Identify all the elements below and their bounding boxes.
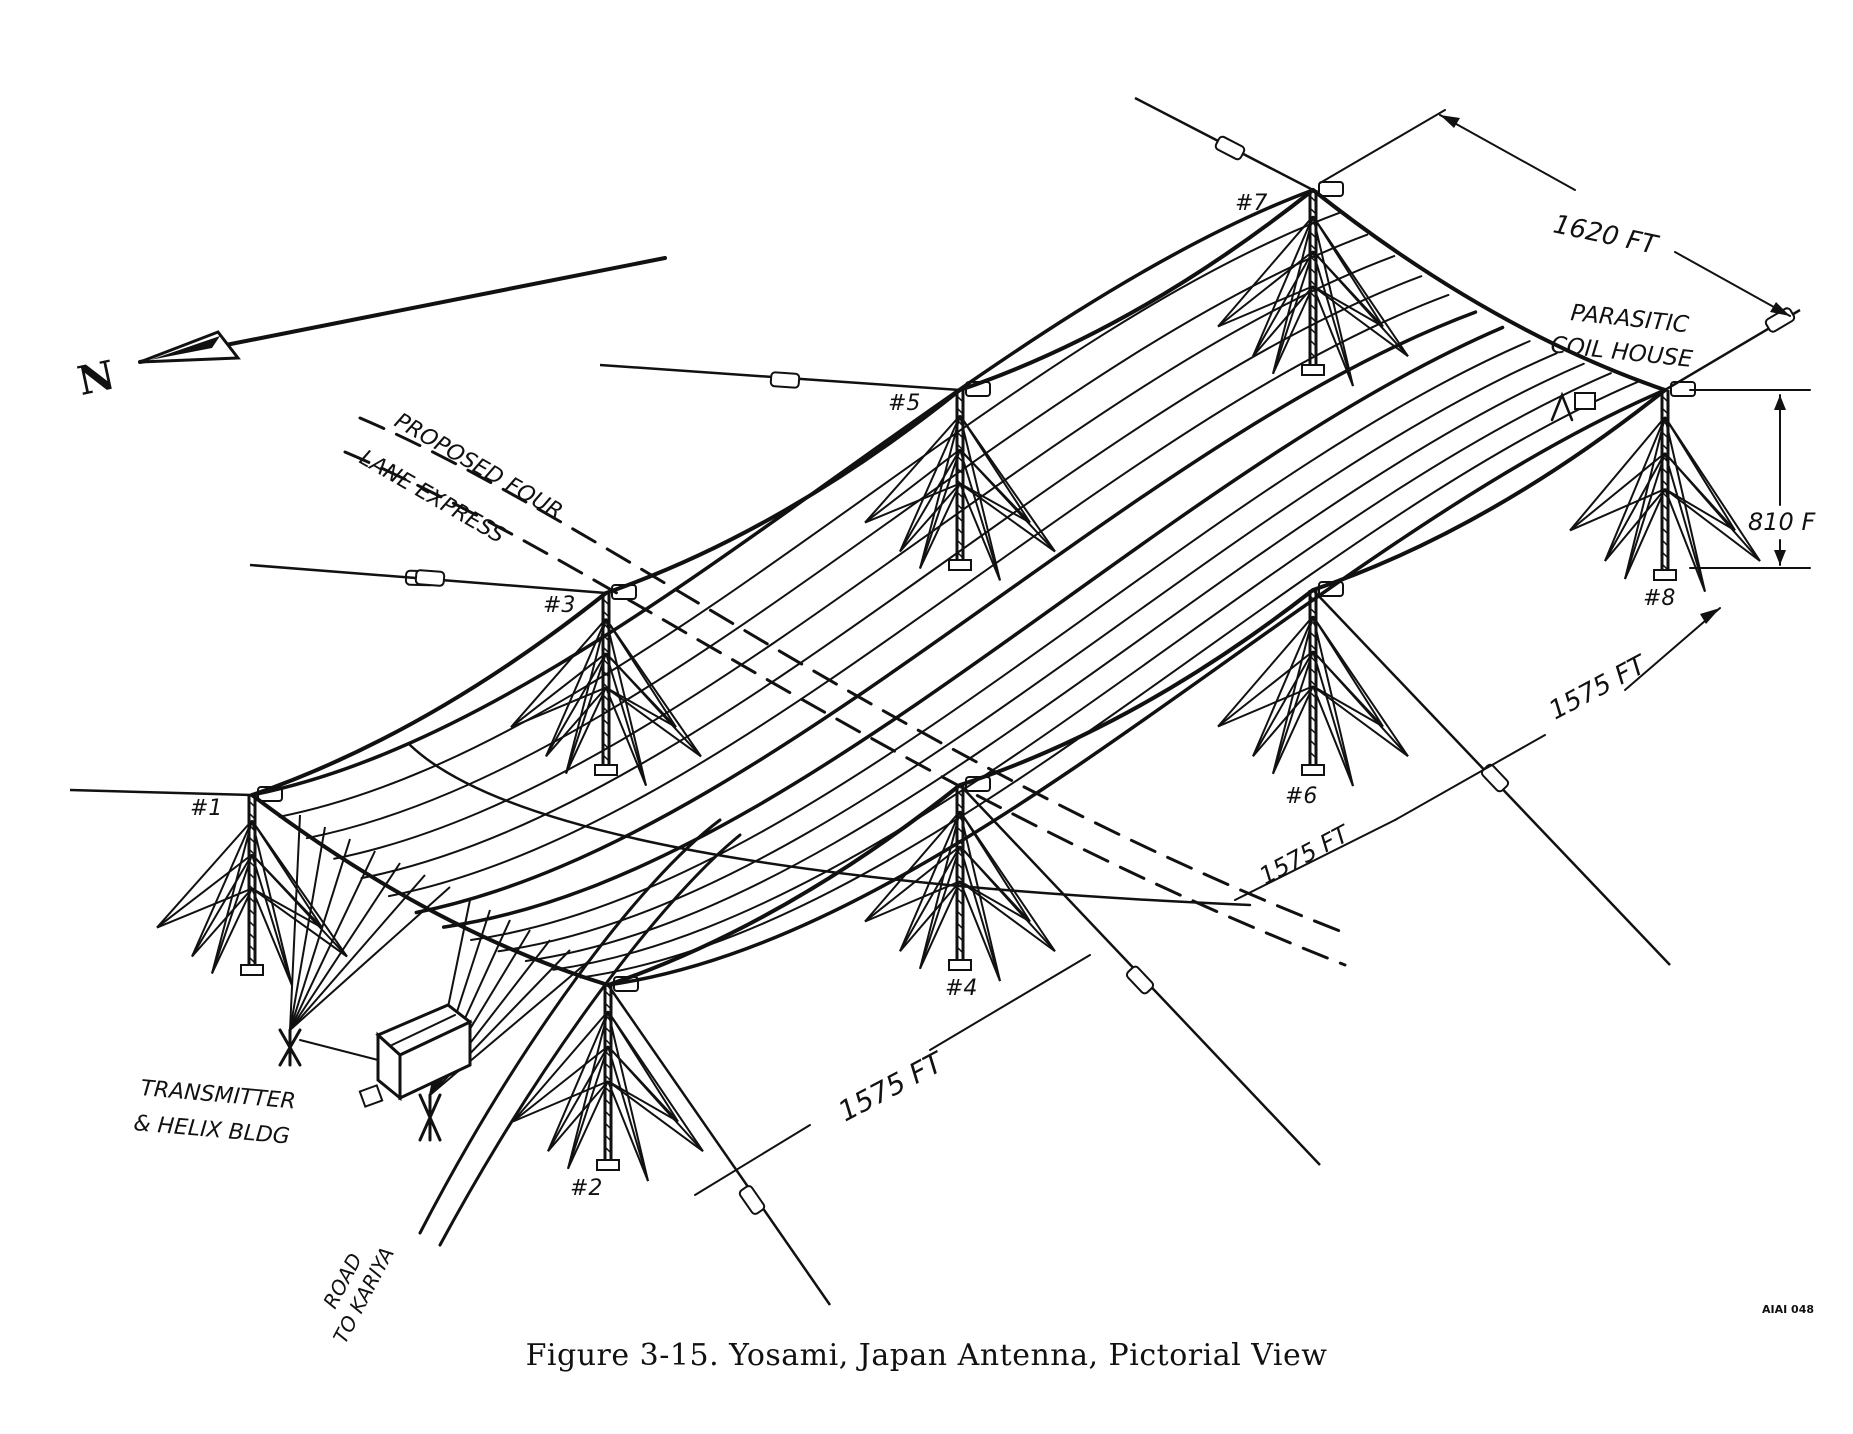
tower-label: #5: [888, 391, 920, 416]
tower-label: #2: [570, 1176, 602, 1201]
north-label: N: [74, 351, 120, 405]
label-proposed-four: PROPOSED FOUR: [390, 409, 567, 525]
dimension-1575-bottom: 1575 FT: [833, 1045, 950, 1128]
tower-label: #4: [945, 976, 977, 1001]
tower-2: #2: [512, 976, 704, 1201]
radiator-curtain: [250, 188, 1667, 987]
anchor-line-7: [1312, 589, 1671, 966]
tower-label: #1: [190, 796, 222, 821]
tower-6: #6: [1217, 581, 1409, 809]
tower-label: #3: [543, 593, 575, 618]
road-to-kariya: [408, 743, 1252, 1247]
support-catenary-1: [250, 188, 1315, 797]
curtain-layer: [69, 96, 1801, 1306]
label-helix-bldg: & HELIX BLDG: [132, 1111, 290, 1150]
dimension-1575-right: 1575 FT: [1544, 649, 1653, 726]
label-parasitic: PARASITIC: [1569, 300, 1690, 338]
figure-id: AIAI 048: [1762, 1303, 1815, 1316]
proposed-highway: [343, 416, 1352, 967]
anchor-line-4: [1134, 96, 1314, 192]
tower-4: #4: [864, 776, 1056, 1001]
label-transmitter: TRANSMITTER: [139, 1076, 296, 1114]
cross-catenary-2: [1311, 188, 1667, 392]
label-coil-house: COIL HOUSE: [1549, 332, 1694, 373]
misc-layer: N: [74, 109, 1816, 1347]
anchor-line-2: [249, 563, 607, 595]
north-arrow: N: [74, 256, 667, 405]
anchor-line-6: [959, 784, 1321, 1166]
dimension-810: 810 F: [1748, 508, 1816, 536]
anchor-line-5: [606, 984, 832, 1306]
dimension-1620: 1620 FT: [1551, 210, 1662, 262]
dimension-lines: [694, 109, 1811, 1196]
anchor-line-1: [69, 569, 436, 797]
tower-8: #8: [1569, 381, 1761, 611]
transmitter-building: [278, 1003, 473, 1142]
parasitic-coil-house: [1550, 391, 1596, 422]
dimension-1575-middle: 1575 FT: [1255, 819, 1356, 890]
tower-label: #8: [1643, 586, 1675, 611]
support-catenary-2: [606, 388, 1667, 987]
tower-label: #6: [1285, 784, 1317, 809]
tower-1: #1: [156, 786, 348, 986]
tower-3: #3: [510, 584, 702, 787]
anchor-line-3: [599, 363, 961, 392]
figure-caption: Figure 3-15. Yosami, Japan Antenna, Pict…: [525, 1338, 1328, 1373]
